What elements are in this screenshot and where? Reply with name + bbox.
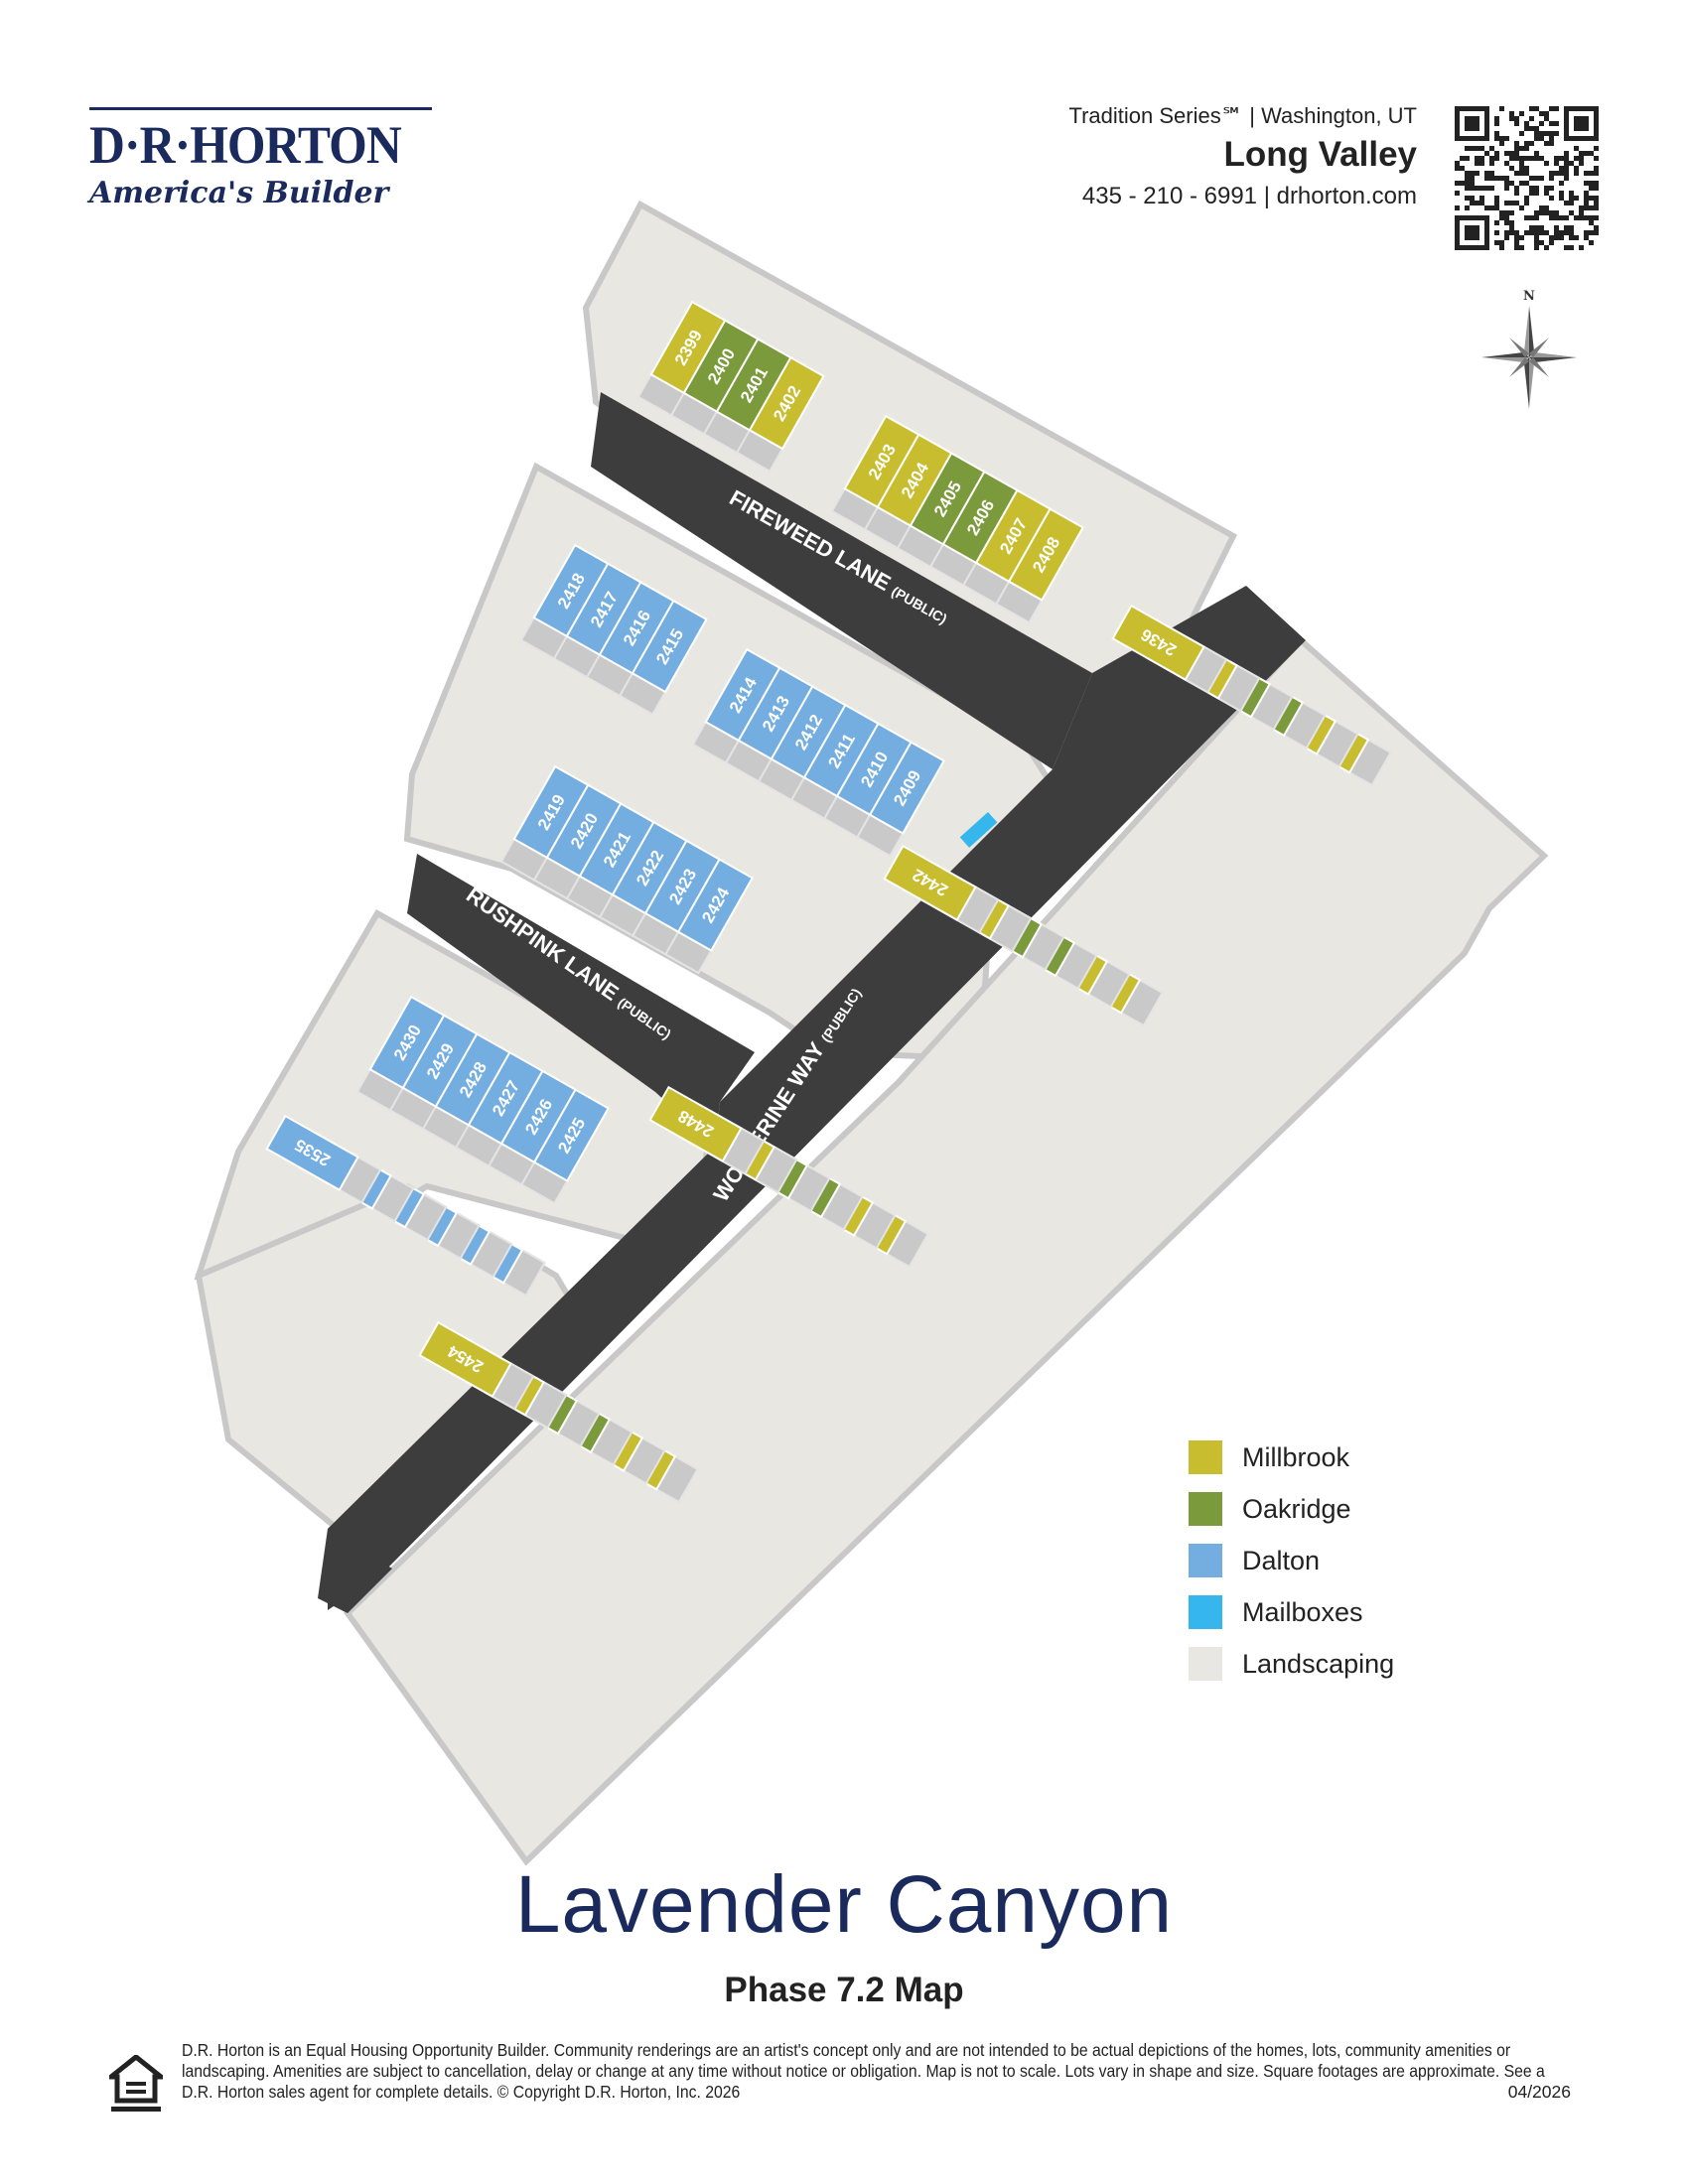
legend-item-millbrook: Millbrook bbox=[1189, 1432, 1394, 1483]
lot-2410[interactable]: 2410 bbox=[822, 722, 913, 839]
brand-name: D·R·HORTON bbox=[89, 115, 402, 175]
contact-info[interactable]: 435 - 210 - 6991 | drhorton.com bbox=[1081, 183, 1417, 209]
lot-2424[interactable]: 2424 bbox=[664, 858, 754, 975]
lot-2448[interactable]: 2448 bbox=[648, 1085, 766, 1175]
legend-swatch bbox=[1189, 1440, 1222, 1474]
lot-2412[interactable]: 2412 bbox=[757, 685, 847, 802]
lot-shape bbox=[676, 858, 754, 952]
lot-2414[interactable]: 2414 bbox=[691, 647, 781, 764]
series-location: Tradition Series℠ | Washington, UT bbox=[1068, 103, 1417, 128]
lot-shape bbox=[868, 741, 945, 835]
lot-shape bbox=[532, 1088, 610, 1182]
lot-2415[interactable]: 2415 bbox=[618, 599, 708, 717]
equal-housing-icon bbox=[109, 2055, 163, 2112]
legend-swatch bbox=[1189, 1647, 1222, 1681]
lot-2403[interactable]: 2403 bbox=[830, 414, 920, 531]
road-end-cap bbox=[318, 1529, 392, 1613]
map-subtitle: Phase 7.2 Map bbox=[724, 1971, 964, 2009]
lot-2413[interactable]: 2413 bbox=[724, 666, 814, 783]
lot-shape bbox=[648, 1085, 743, 1162]
map-title: Lavender Canyon bbox=[514, 1859, 1174, 1950]
legend-swatch bbox=[1189, 1544, 1222, 1577]
lot-2425[interactable]: 2425 bbox=[520, 1088, 610, 1205]
drhorton-logo: D·R·HORTON America's Builder bbox=[89, 107, 432, 210]
legend-item-landscaping: Landscaping bbox=[1189, 1638, 1394, 1690]
lot-2402[interactable]: 2402 bbox=[735, 355, 825, 474]
lot-2405[interactable]: 2405 bbox=[896, 452, 986, 569]
lot-shape bbox=[883, 844, 977, 921]
lot-2436[interactable]: 2436 bbox=[1111, 604, 1228, 694]
lot-shape bbox=[1007, 507, 1084, 602]
lot-shape bbox=[418, 1320, 512, 1398]
legend-label: Mailboxes bbox=[1242, 1596, 1363, 1627]
legend-label: Dalton bbox=[1242, 1545, 1321, 1575]
wolverine-way-road bbox=[328, 586, 1306, 1610]
lot-2416[interactable]: 2416 bbox=[585, 581, 675, 698]
lot-shape bbox=[748, 355, 825, 451]
lot-2430[interactable]: 2430 bbox=[355, 995, 446, 1112]
roads bbox=[318, 392, 1306, 1613]
compass-rose-icon: N bbox=[1481, 289, 1577, 409]
legend-swatch bbox=[1189, 1595, 1222, 1629]
lot-shape bbox=[265, 1114, 359, 1191]
north-label: N bbox=[1523, 289, 1535, 304]
lot-2404[interactable]: 2404 bbox=[863, 433, 953, 550]
fireweed-lane-road bbox=[591, 392, 1092, 769]
lot-2535[interactable]: 2535 bbox=[265, 1114, 382, 1204]
qr-code-icon[interactable] bbox=[1455, 106, 1599, 250]
legend-swatch bbox=[1189, 1492, 1222, 1526]
lot-shape bbox=[1111, 604, 1205, 681]
lot-2409[interactable]: 2409 bbox=[856, 741, 945, 858]
community-name: Long Valley bbox=[1223, 135, 1418, 174]
lot-2442[interactable]: 2442 bbox=[883, 844, 1000, 934]
brand-tagline: America's Builder bbox=[89, 176, 389, 210]
lot-2418[interactable]: 2418 bbox=[519, 543, 610, 660]
lot-2454[interactable]: 2454 bbox=[418, 1320, 535, 1411]
legend-item-mailboxes: Mailboxes bbox=[1189, 1586, 1394, 1638]
legend-item-oakridge: Oakridge bbox=[1189, 1483, 1394, 1535]
lot-2400[interactable]: 2400 bbox=[669, 319, 760, 436]
lot-2408[interactable]: 2408 bbox=[995, 507, 1084, 624]
logo-rule bbox=[89, 107, 432, 110]
lot-2427[interactable]: 2427 bbox=[454, 1050, 544, 1168]
lots-layer: 2399240024012402240324042405240624072408… bbox=[265, 300, 1392, 1504]
lot-shape bbox=[631, 599, 708, 694]
mailbox-marker[interactable] bbox=[959, 812, 998, 848]
legend-item-dalton: Dalton bbox=[1189, 1535, 1394, 1586]
legend-label: Millbrook bbox=[1242, 1441, 1350, 1472]
lot-2429[interactable]: 2429 bbox=[388, 1014, 479, 1131]
community-header: Tradition Series℠ | Washington, UT Long … bbox=[1068, 103, 1417, 210]
lot-2406[interactable]: 2406 bbox=[928, 470, 1019, 588]
rushpink-lane-road bbox=[407, 854, 755, 1147]
lot-2426[interactable]: 2426 bbox=[487, 1069, 577, 1186]
lot-2422[interactable]: 2422 bbox=[598, 820, 688, 938]
legal-disclaimer: D.R. Horton is an Equal Housing Opportun… bbox=[182, 2040, 1545, 2102]
legend-label: Landscaping bbox=[1242, 1648, 1395, 1679]
lot-2417[interactable]: 2417 bbox=[552, 562, 642, 679]
legend-label: Oakridge bbox=[1242, 1493, 1351, 1524]
lot-2399[interactable]: 2399 bbox=[636, 300, 727, 417]
publish-date: 04/2026 bbox=[1507, 2082, 1571, 2102]
lot-2407[interactable]: 2407 bbox=[961, 488, 1052, 606]
